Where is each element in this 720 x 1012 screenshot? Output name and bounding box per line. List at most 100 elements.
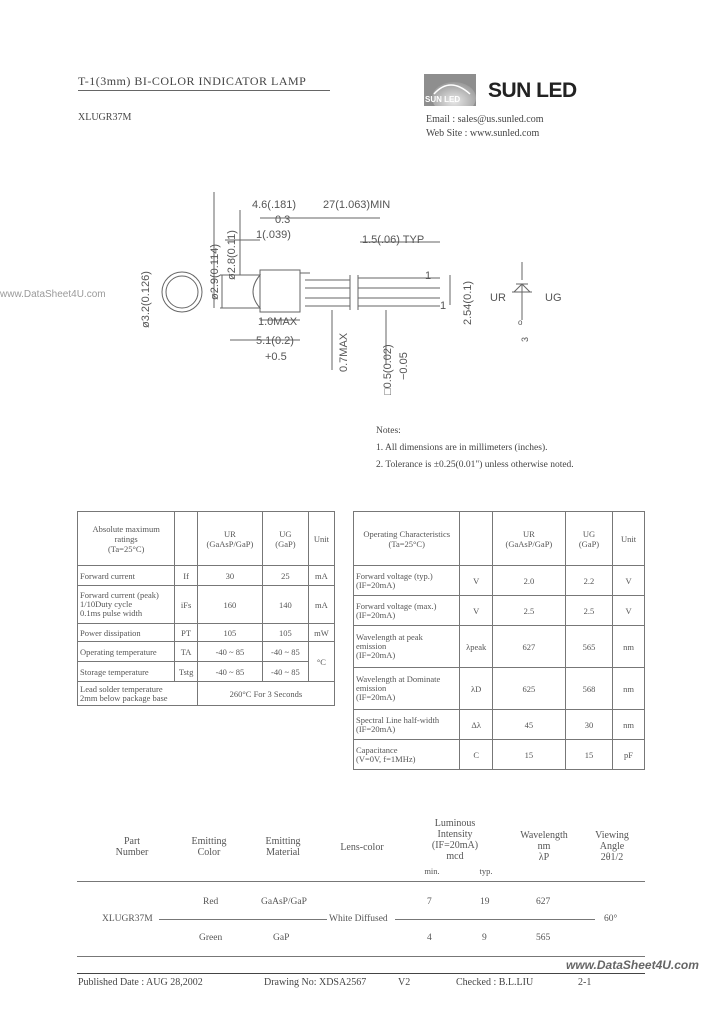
abs-header-unit: Unit: [307, 511, 336, 566]
op-cell: V: [459, 565, 493, 596]
abs-cell: 30: [196, 565, 263, 586]
dim-1: 1(.039): [256, 229, 291, 241]
dim-phi-2-8: ø2.8(0.11): [226, 230, 238, 280]
op-cell: V: [612, 595, 645, 626]
table-row: Spectral Line half-width (IF=20mA) Δλ 45…: [352, 709, 645, 740]
abs-cell: iFs: [174, 585, 198, 624]
note-2: 2. Tolerance is ±0.25(0.01") unless othe…: [376, 460, 574, 470]
row-green-color: Green: [199, 933, 223, 943]
op-cell: λD: [459, 667, 493, 710]
dim-phi-2-9: ø2.9(0.114): [209, 243, 221, 300]
abs-cell: Storage temperature: [76, 661, 176, 682]
table-row: Forward current (peak) 1/10Duty cycle 0.…: [76, 585, 336, 624]
title-underline: [78, 90, 330, 91]
table-row: Power dissipation PT 105 105 mW: [76, 623, 336, 642]
row-red-min: 7: [427, 897, 432, 907]
lead-mark-1: 1: [425, 270, 432, 282]
website-text: Web Site : www.sunled.com: [426, 128, 540, 139]
op-cell: Forward voltage (typ.) (IF=20mA): [352, 565, 461, 596]
abs-header-ur: UR (GaAsP/GaP): [196, 511, 263, 566]
row-green-material: GaP: [273, 933, 290, 943]
package-outline-drawing: [161, 192, 532, 370]
abs-cell: Operating temperature: [76, 641, 176, 662]
lead-mark-2: 1: [440, 300, 447, 312]
abs-cell: mW: [307, 623, 336, 642]
schematic-ur-label: UR: [490, 292, 506, 304]
viewing-angle-cell: 60°: [604, 914, 618, 924]
dim-0-5: □0.5(0.02): [382, 344, 394, 395]
abs-cell: TA: [174, 641, 198, 662]
part-selection-table: Part Number Emitting Color Emitting Mate…: [77, 818, 645, 963]
row-red-color: Red: [203, 897, 219, 907]
op-cell: nm: [612, 625, 645, 668]
lens-cell: White Diffused: [329, 914, 388, 924]
notes-heading: Notes:: [376, 426, 401, 436]
abs-cell: -40 ~ 85: [196, 641, 263, 662]
published-date: Published Date : AUG 28,2002: [78, 977, 203, 988]
abs-cell: -40 ~ 85: [261, 641, 309, 662]
op-cell: 30: [564, 709, 614, 740]
logo-badge-text: SUN LED: [425, 95, 461, 104]
table-row: Capacitance (V=0V, f=1MHz) C 15 15 pF: [352, 739, 645, 770]
abs-cell: Power dissipation: [76, 623, 176, 642]
table-row: Forward voltage (typ.) (IF=20mA) V 2.0 2…: [352, 565, 645, 596]
op-cell: 565: [564, 625, 614, 668]
dim-0-3: 0.3: [275, 214, 291, 226]
abs-cell: 105: [261, 623, 309, 642]
abs-cell: PT: [174, 623, 198, 642]
table-row: Forward current If 30 25 mA: [76, 565, 336, 586]
abs-cell: Forward current (peak) 1/10Duty cycle 0.…: [76, 585, 176, 624]
op-cell: Δλ: [459, 709, 493, 740]
op-cell: 15: [491, 739, 566, 770]
dim-0-7max: 0.7MAX: [338, 332, 350, 372]
op-cell: V: [459, 595, 493, 626]
op-cell: λpeak: [459, 625, 493, 668]
dim-1-0max: 1.0MAX: [258, 316, 298, 328]
op-cell: 45: [491, 709, 566, 740]
op-cell: 568: [564, 667, 614, 710]
page-number: 2-1: [578, 977, 592, 988]
op-cell: 2.5: [564, 595, 614, 626]
brand-name: SUN LED: [488, 79, 577, 102]
schematic-pin3: 3: [520, 336, 530, 342]
part-header-lens: Lens-color: [340, 842, 384, 853]
row-green-typ: 9: [482, 933, 487, 943]
absolute-max-ratings-table: Absolute maximum ratings (Ta=25°C) UR (G…: [76, 511, 336, 706]
op-cell: 15: [564, 739, 614, 770]
abs-cell: 160: [196, 585, 263, 624]
dim-1-5: 1.5(.06) TYP: [362, 234, 425, 246]
op-header-ug: UG (GaP): [564, 511, 614, 566]
email-text: Email : sales@us.sunled.com: [426, 114, 544, 125]
op-cell: 2.0: [491, 565, 566, 596]
abs-cell: -40 ~ 85: [196, 661, 263, 682]
op-cell: Wavelength at peak emission (IF=20mA): [352, 625, 461, 668]
table-row: Operating temperature TA -40 ~ 85 -40 ~ …: [76, 641, 336, 682]
op-cell: Forward voltage (max.) (IF=20mA): [352, 595, 461, 626]
dim-plus-0-5: +0.5: [265, 351, 287, 363]
abs-cell: °C: [307, 641, 336, 682]
abs-cell: mA: [307, 585, 336, 624]
dim-minus-0-05: −0.05: [398, 352, 410, 380]
row-red-wavelength: 627: [536, 897, 551, 907]
dim-5-1: 5.1(0.2): [256, 335, 294, 347]
part-number-cell: XLUGR37M: [102, 914, 153, 924]
abs-cell: 25: [261, 565, 309, 586]
dim-27: 27(1.063)MIN: [323, 199, 391, 211]
dim-phi-3-2: ø3.2(0.126): [140, 271, 152, 328]
row-red-typ: 19: [480, 897, 490, 907]
part-header-viewing-angle: Viewing Angle 2θ1/2: [595, 830, 629, 863]
row-green-wavelength: 565: [536, 933, 551, 943]
part-header-part: Part Number: [115, 836, 149, 858]
lamp-top-view: [161, 271, 203, 313]
schematic-ug-label: UG: [545, 292, 562, 304]
op-cell: 2.5: [491, 595, 566, 626]
part-row-divider-right: [395, 919, 595, 920]
part-header-typ: typ.: [479, 866, 493, 876]
part-row-divider: [159, 919, 327, 920]
abs-cell: Tstg: [174, 661, 198, 682]
abs-header-param: Absolute maximum ratings (Ta=25°C): [76, 511, 176, 566]
row-green-min: 4: [427, 933, 432, 943]
op-cell: Spectral Line half-width (IF=20mA): [352, 709, 461, 740]
abs-solder-label: Lead solder temperature 2mm below packag…: [77, 681, 198, 706]
op-cell: nm: [612, 667, 645, 710]
